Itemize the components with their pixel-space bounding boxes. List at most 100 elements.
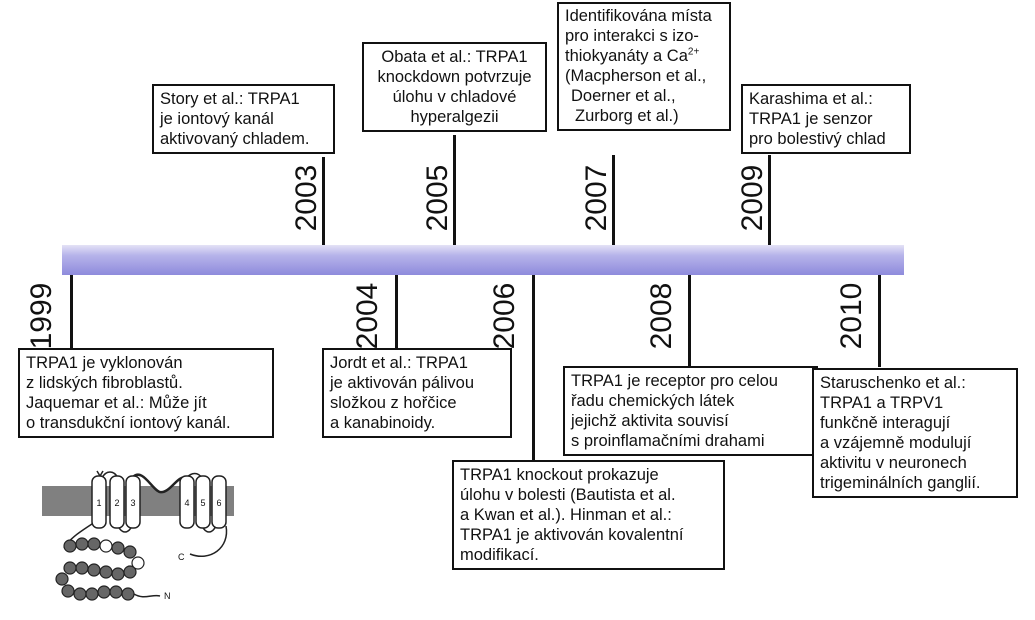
- tick-2007: [612, 155, 615, 245]
- event-2010-line: trigeminálních ganglií.: [820, 474, 981, 492]
- event-2004: Jordt et al.: TRPA1 je aktivován pálivou…: [322, 348, 512, 438]
- trpa1-protein-diagram: 1 2 3 4 5 6 C N: [42, 470, 234, 601]
- calcium-superscript: 2+: [687, 46, 700, 58]
- tick-2006: [532, 275, 535, 460]
- event-2004-line: složkou z hořčice: [330, 394, 457, 412]
- year-2010: 2010: [835, 282, 868, 350]
- helix-label: 5: [200, 498, 205, 508]
- event-2007-line: Identifikována místa: [565, 7, 712, 25]
- year-2003: 2003: [290, 164, 323, 232]
- ankyrin-bead: [61, 584, 75, 598]
- ankyrin-bead: [73, 587, 87, 601]
- pore-loop: [131, 473, 187, 494]
- helix-2: [109, 475, 125, 529]
- tick-1999: [70, 275, 73, 350]
- ankyrin-bead: [123, 545, 137, 559]
- year-2008: 2008: [645, 282, 678, 350]
- event-2008-line: TRPA1 je receptor pro celou: [571, 372, 778, 390]
- helix-3: [125, 475, 141, 529]
- n-terminus-label: N: [164, 591, 171, 601]
- event-1999-line: o transdukční iontový kanál.: [26, 414, 231, 432]
- event-1999-line: TRPA1 je vyklonován: [26, 354, 183, 372]
- event-2009-line: Karashima et al.:: [749, 90, 873, 108]
- ankyrin-bead: [55, 572, 69, 586]
- event-2003-line: aktivovaný chladem.: [160, 130, 310, 148]
- ankyrin-bead: [85, 587, 99, 601]
- helix-6: [211, 475, 227, 529]
- ankyrin-bead: [75, 537, 89, 551]
- tick-2009: [768, 155, 771, 245]
- event-2007-line: (Macpherson et al.,: [565, 67, 707, 85]
- ankyrin-bead: [87, 563, 101, 577]
- event-2007-line-ca: thiokyanáty a Ca2+: [565, 46, 723, 66]
- helix-label: 2: [114, 498, 119, 508]
- tick-2004: [395, 275, 398, 350]
- ankyrin-bead: [123, 565, 137, 579]
- ankyrin-bead: [63, 539, 77, 553]
- event-2009-line: pro bolestivý chlad: [749, 130, 886, 148]
- event-2010: Staruschenko et al.: TRPA1 a TRPV1 funkč…: [812, 368, 1018, 498]
- c-terminus-label: C: [178, 552, 185, 562]
- event-2006-line: TRPA1 knockout prokazuje: [460, 466, 659, 484]
- ankyrin-bead: [109, 585, 123, 599]
- ankyrin-bead: [75, 561, 89, 575]
- ankyrin-bead: [121, 587, 135, 601]
- event-2010-line: TRPA1 a TRPV1: [820, 394, 944, 412]
- event-2010-line: a vzájemně modulují: [820, 434, 972, 452]
- ankyrin-bead: [99, 565, 113, 579]
- ankyrin-bead: [63, 561, 77, 575]
- ankyrin-bead: [111, 541, 125, 555]
- ankyrin-bead: [87, 537, 101, 551]
- event-2006-line: modifikací.: [460, 546, 539, 564]
- event-2003-line: Story et al.: TRPA1: [160, 90, 300, 108]
- tick-2008: [688, 275, 691, 367]
- event-2007-line: pro interakci s izo-: [565, 27, 699, 45]
- ankyrin-bead: [111, 567, 125, 581]
- helix-label: 6: [216, 498, 221, 508]
- event-2008-line: jejichž aktivita souvisí: [571, 412, 729, 430]
- event-1999-line: Jaquemar et al.: Může jít: [26, 394, 207, 412]
- tick-2005: [453, 135, 456, 245]
- event-2007-line: thiokyanáty a Ca: [565, 47, 688, 65]
- helix-label: 1: [96, 498, 101, 508]
- event-2009: Karashima et al.: TRPA1 je senzor pro bo…: [741, 84, 911, 154]
- event-2007-line: Zurborg et al.): [575, 107, 679, 125]
- event-2009-line: TRPA1 je senzor: [749, 110, 873, 128]
- ankyrin-bead: [131, 556, 145, 570]
- c-terminal-tail: [189, 525, 228, 557]
- event-2010-line: Staruschenko et al.:: [820, 374, 966, 392]
- event-2005-line: knockdown potvrzuje: [377, 68, 532, 86]
- helix-4: [179, 475, 195, 529]
- helix-label: 4: [184, 498, 189, 508]
- event-2008-line: řadu chemických látek: [571, 392, 735, 410]
- n-terminal-tail: [133, 593, 161, 598]
- helix-5: [195, 475, 211, 529]
- year-2005: 2005: [421, 164, 454, 232]
- event-2006-line: TRPA1 je aktivován kovalentní: [460, 526, 684, 544]
- event-2006-line: a Kwan et al.). Hinman et al.:: [460, 506, 672, 524]
- event-1999: TRPA1 je vyklonován z lidských fibroblas…: [18, 348, 274, 438]
- timeline-bar: [62, 245, 904, 275]
- year-2007: 2007: [580, 164, 613, 232]
- event-2010-line: funkčně interagují: [820, 414, 951, 432]
- event-2005-line: hyperalgezii: [410, 108, 499, 126]
- event-2007: Identifikována místa pro interakci s izo…: [557, 2, 731, 131]
- event-2008-line: s proinflamačními drahami: [571, 432, 765, 450]
- event-2005: Obata et al.: TRPA1 knockdown potvrzuje …: [362, 42, 547, 132]
- event-1999-line: z lidských fibroblastů.: [26, 374, 183, 392]
- event-2006-line: úlohu v bolesti (Bautista et al.: [460, 486, 676, 504]
- helix-1: [91, 475, 107, 529]
- event-2003-line: je iontový kanál: [160, 110, 274, 128]
- helix-label: 3: [130, 498, 135, 508]
- event-2005-line: úlohu v chladové: [392, 88, 517, 106]
- event-2006: TRPA1 knockout prokazuje úlohu v bolesti…: [452, 460, 725, 570]
- event-2010-line: aktivitu v neuronech: [820, 454, 967, 472]
- event-2008: TRPA1 je receptor pro celou řadu chemick…: [563, 366, 818, 456]
- event-2004-line: je aktivován pálivou: [330, 374, 475, 392]
- ankyrin-bead: [97, 585, 111, 599]
- event-2005-line: Obata et al.: TRPA1: [381, 48, 528, 66]
- year-2009: 2009: [736, 164, 769, 232]
- event-2004-line: Jordt et al.: TRPA1: [330, 354, 468, 372]
- tick-2003: [322, 157, 325, 245]
- event-2003: Story et al.: TRPA1 je iontový kanál akt…: [152, 84, 335, 154]
